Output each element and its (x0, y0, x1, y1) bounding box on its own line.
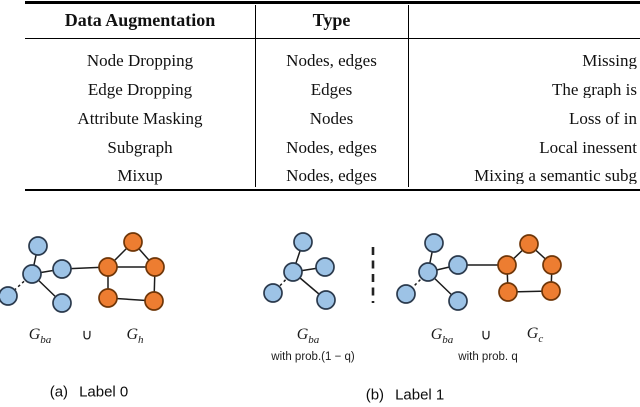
table-column-separator (255, 5, 257, 187)
graph-node-blue (315, 257, 335, 277)
union-symbol-b: ∪ (480, 327, 492, 344)
table-header-rule (25, 37, 640, 39)
graph-node-orange (541, 281, 561, 301)
row-type: Nodes, edges (286, 166, 377, 185)
graph-node-orange (498, 282, 518, 302)
prob-label-q: with prob. q (458, 351, 518, 363)
table-row: Subgraph Nodes, edges Local inessent (25, 133, 640, 162)
row-desc: The graph is (552, 81, 637, 98)
caption-a: (a)Label 0 (49, 383, 129, 401)
row-type: Nodes, edges (286, 138, 377, 157)
graph-node-orange (145, 257, 165, 277)
table-top-rule (25, 1, 640, 4)
row-desc: Local inessent (539, 139, 637, 156)
graph-node-orange (144, 291, 164, 311)
graph-node-blue (263, 283, 283, 303)
graph-node-orange (98, 257, 118, 277)
graph-label-gc: Gc (526, 324, 544, 346)
graph-node-blue (448, 255, 468, 275)
graph-node-orange (123, 232, 143, 252)
header-data-augmentation: Data Augmentation (64, 10, 216, 30)
row-type: Nodes, edges (286, 51, 377, 70)
row-name: Attribute Masking (77, 109, 203, 128)
graph-label-gh: Gh (126, 325, 144, 347)
union-symbol-a: ∪ (81, 327, 93, 344)
graph-node-orange (497, 255, 517, 275)
row-type: Edges (310, 80, 353, 99)
augmentation-table: Data Augmentation Type Node Dropping Nod… (25, 0, 640, 192)
row-name: Subgraph (107, 138, 173, 157)
table-row: Edge Dropping Edges The graph is (25, 75, 640, 104)
row-name: Node Dropping (86, 51, 194, 70)
graph-node-blue (293, 232, 313, 252)
graph-node-orange (98, 288, 118, 308)
graph-node-blue (283, 262, 303, 282)
graph-node-blue (418, 262, 438, 282)
graph-node-orange (542, 255, 562, 275)
graph-node-blue (22, 264, 42, 284)
graph-node-blue (448, 291, 468, 311)
row-name: Edge Dropping (87, 80, 193, 99)
graph-label-gba-b-right: Gba (430, 325, 454, 347)
row-desc: Mixing a semantic subg (474, 167, 637, 184)
table-column-separator (408, 5, 410, 187)
graph-node-blue (52, 259, 72, 279)
graph-label-gba-b-left: Gba (296, 325, 320, 347)
caption-b: (b)Label 1 (365, 386, 445, 404)
table-row: Attribute Masking Nodes Loss of in (25, 104, 640, 133)
header-type: Type (312, 10, 351, 30)
graph-node-blue (52, 293, 72, 313)
graph-node-orange (519, 234, 539, 254)
table-header-row: Data Augmentation Type (25, 3, 640, 37)
graph-node-blue (424, 233, 444, 253)
row-type: Nodes (309, 109, 354, 128)
table-row: Node Dropping Nodes, edges Missing (25, 46, 640, 75)
graph-node-blue (28, 236, 48, 256)
table-row: Mixup Nodes, edges Mixing a semantic sub… (25, 161, 640, 190)
graph-node-blue (0, 286, 18, 306)
prob-label-1-minus-q: with prob.(1 − q) (271, 351, 355, 363)
row-desc: Missing (582, 52, 637, 69)
row-desc: Loss of in (569, 110, 637, 127)
graph-label-gba-a: Gba (28, 325, 52, 347)
row-name: Mixup (117, 166, 163, 185)
table-bottom-rule (25, 188, 640, 191)
graph-node-blue (396, 284, 416, 304)
graph-node-blue (316, 290, 336, 310)
